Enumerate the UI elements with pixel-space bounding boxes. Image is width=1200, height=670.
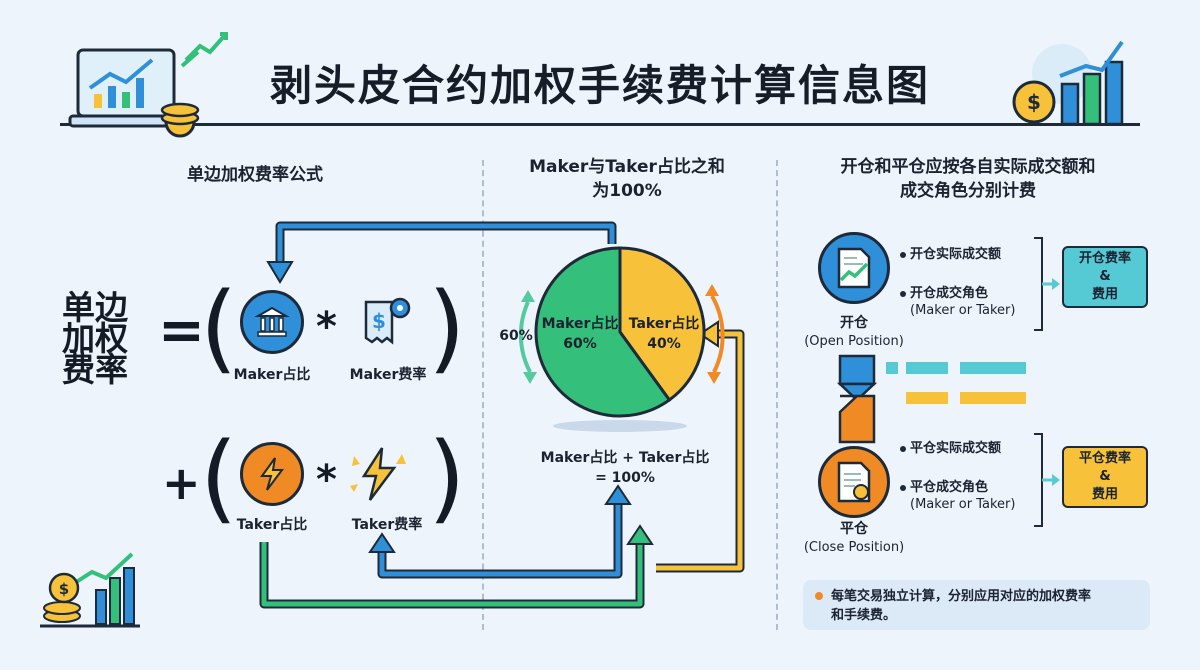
svg-text:$: $ (372, 309, 386, 333)
formula-heading: 单边加权费率公式 (187, 165, 323, 185)
paren-close-1: ) (428, 272, 466, 384)
taker-fee-label: Taker费率 (351, 517, 423, 533)
maker-ratio-label: Maker占比 (233, 367, 311, 383)
paren-open-2: ( (200, 422, 238, 534)
coin-stack-icon (160, 102, 200, 126)
close-amount-bullet: 平仓实际成交额 (900, 440, 1030, 457)
open-position-label: 开仓 (Open Position) (804, 315, 904, 349)
close-bracket (1034, 433, 1060, 527)
svg-text:$: $ (1027, 90, 1041, 114)
sum-heading: Maker与Taker占比之和 为100% (529, 157, 725, 201)
svg-text:$: $ (59, 580, 69, 598)
coins-growth-icon: $ (40, 552, 140, 628)
maker-ratio-circle (240, 290, 304, 354)
times-sign-1: * (316, 304, 337, 350)
close-role-sub: (Maker or Taker) (910, 497, 1016, 512)
pie-shadow (552, 420, 688, 432)
document-close-icon (837, 461, 871, 503)
position-heading: 开仓和平仓应按各自实际成交额和 成交角色分别计费 (840, 157, 1096, 201)
note-bullet-icon (815, 592, 823, 600)
times-sign-2: * (316, 457, 337, 503)
title-underline (60, 123, 1140, 126)
close-position-label: 平仓 (Close Position) (803, 521, 905, 555)
ratio-pie-chart (534, 246, 706, 432)
bank-icon (254, 306, 290, 337)
open-amount-bullet: 开仓实际成交额 (900, 246, 1030, 263)
open-bracket (1034, 237, 1060, 331)
page-title: 剥头皮合约加权手续费计算信息图 (269, 61, 930, 110)
open-close-connector (836, 354, 1026, 444)
paren-close-2: ) (428, 422, 466, 534)
arrow-sum-to-takerfee (377, 500, 623, 579)
taker-ratio-circle (240, 442, 304, 506)
sum-equation-label: Maker占比 + Taker占比 = 100% (540, 450, 710, 486)
bar-chart-icon: $ (1012, 40, 1124, 126)
sparkle-icon (184, 32, 228, 62)
lightning-icon (260, 457, 284, 491)
calculation-note: 每笔交易独立计算，分别应用对应的加权费率 和手续费。 (803, 580, 1150, 630)
close-position-circle (818, 446, 890, 518)
taker-ratio-label: Taker占比 (236, 517, 308, 533)
open-bullets: 开仓实际成交额 开仓成交角色 (Maker or Taker) (900, 246, 1030, 319)
paren-open-1: ( (200, 272, 238, 384)
close-role-bullet: 平仓成交角色 (900, 479, 1030, 496)
pie-taker-label: Taker占比 40% (628, 316, 700, 352)
weighted-fee-label: 单边 加权 费率 (62, 288, 128, 389)
pie-maker-label: Maker占比 60% (541, 316, 619, 352)
close-bullets: 平仓实际成交额 平仓成交角色 (Maker or Taker) (900, 440, 1030, 513)
lightning-burst-icon (350, 447, 406, 501)
close-result-box: 平仓费率 & 费用 (1062, 446, 1148, 508)
plus-sign: + (162, 456, 201, 510)
receipt-gear-icon: $ (364, 297, 411, 345)
pie-side-label: 60% (499, 328, 533, 344)
equals-sign: = (158, 298, 205, 363)
document-chart-icon (837, 247, 871, 289)
open-result-box: 开仓费率 & 费用 (1062, 246, 1148, 308)
open-role-sub: (Maker or Taker) (910, 303, 1016, 318)
pie-slice-taker (618, 246, 706, 403)
section-divider-left (482, 160, 484, 630)
open-role-bullet: 开仓成交角色 (900, 285, 1030, 302)
maker-fee-label: Maker费率 (349, 367, 427, 383)
section-divider-right (776, 160, 778, 630)
arrow-pie-right (710, 295, 725, 373)
pie-slice-maker (534, 246, 672, 418)
arrow-pie-left (518, 301, 532, 373)
open-position-circle (818, 232, 890, 304)
